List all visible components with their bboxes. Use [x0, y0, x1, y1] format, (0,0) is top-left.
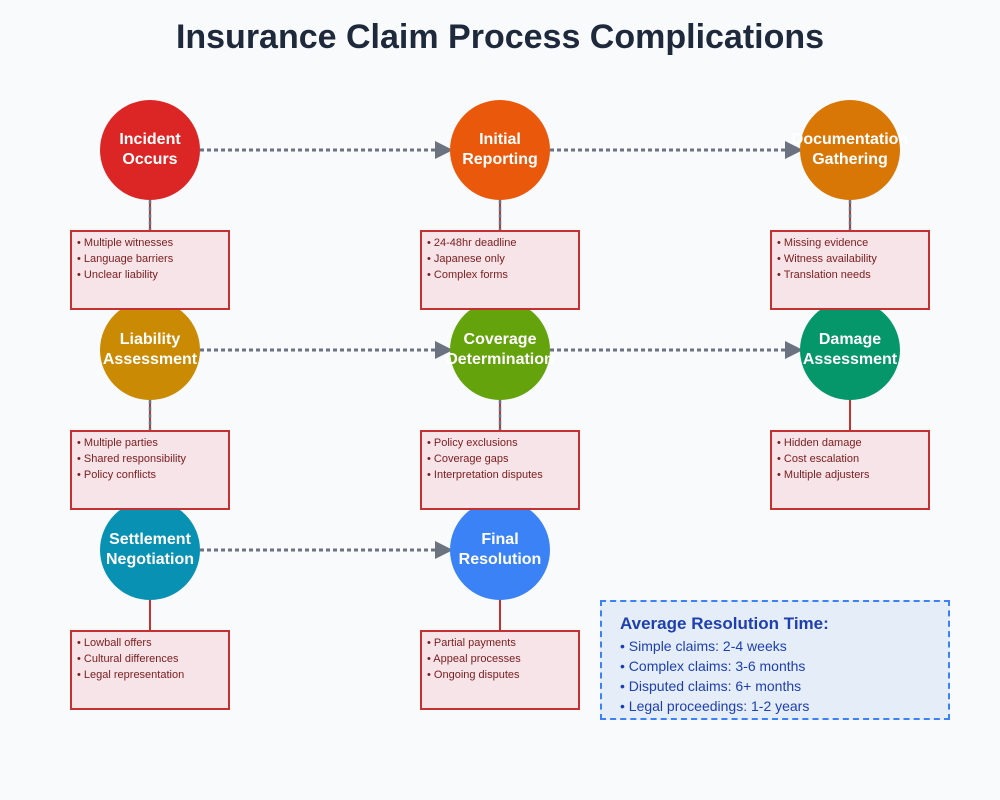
diagram-title: Insurance Claim Process Complications — [175, 18, 825, 56]
node-final-resolution: Final Resolution — [450, 500, 550, 600]
complications-settlement-negotiation: • Lowball offers • Cultural differences • … — [70, 630, 230, 710]
complication-item: • Lowball offers — [77, 637, 152, 649]
resolution-time-title: Average Resolution Time: — [620, 614, 829, 633]
complication-item: • Complex forms — [427, 269, 508, 281]
complication-item: • Multiple witnesses — [77, 237, 174, 249]
complications-coverage-determination: • Policy exclusions • Coverage gaps • Inte… — [420, 430, 580, 510]
complication-item: • Ongoing disputes — [427, 669, 520, 681]
complications-initial-reporting: • 24-48hr deadline • Japanese only • Compl… — [420, 230, 580, 310]
complication-item: • Policy exclusions — [427, 437, 518, 449]
complication-item: • Partial payments — [427, 637, 516, 649]
resolution-time-panel: Average Resolution Time: • Simple claims… — [600, 600, 950, 720]
node-documentation-gathering: Documentation Gathering — [792, 100, 908, 200]
complication-item: • Shared responsibility — [77, 453, 187, 465]
complications-incident-occurs: • Multiple witnesses • Language barriers •… — [70, 230, 230, 310]
complication-item: • Witness availability — [777, 253, 877, 265]
complication-item: • Missing evidence — [777, 237, 869, 249]
complication-item: • Policy conflicts — [77, 469, 157, 481]
resolution-time-item: • Simple claims: 2-4 weeks — [620, 638, 787, 654]
complication-item: • Legal representation — [77, 669, 185, 681]
complications-final-resolution: • Partial payments • Appeal processes • On… — [420, 630, 580, 710]
complication-item: • Interpretation disputes — [427, 469, 543, 481]
complication-item: • Hidden damage — [777, 437, 862, 449]
complication-item: • 24-48hr deadline — [427, 237, 517, 249]
complication-item: • Cultural differences — [77, 653, 179, 665]
complication-item: • Language barriers — [77, 253, 174, 265]
node-damage-assessment: Damage Assessment — [800, 300, 900, 400]
complications-documentation-gathering: • Missing evidence • Witness availability… — [770, 230, 930, 310]
node-settlement-negotiation: Settlement Negotiation — [100, 500, 200, 600]
node-liability-assessment: Liability Assessment — [100, 300, 200, 400]
complications-liability-assessment: • Multiple parties • Shared responsibilit… — [70, 430, 230, 510]
complication-item: • Appeal processes — [427, 653, 521, 665]
complication-item: • Multiple parties — [77, 437, 158, 449]
node-initial-reporting: Initial Reporting — [450, 100, 550, 200]
resolution-time-item: • Disputed claims: 6+ months — [620, 678, 802, 694]
complication-item: • Japanese only — [427, 253, 505, 265]
complication-item: • Cost escalation — [777, 453, 860, 465]
complication-item: • Coverage gaps — [427, 453, 509, 465]
resolution-time-item: • Complex claims: 3-6 months — [620, 658, 806, 674]
resolution-time-item: • Legal proceedings: 1-2 years — [620, 698, 810, 714]
complication-item: • Translation needs — [777, 269, 871, 281]
complication-item: • Multiple adjusters — [777, 469, 870, 481]
complication-item: • Unclear liability — [77, 269, 158, 281]
node-coverage-determination: Coverage Determination — [446, 300, 554, 400]
node-incident-occurs: Incident Occurs — [100, 100, 200, 200]
complications-damage-assessment: • Hidden damage • Cost escalation • Multip… — [770, 430, 930, 510]
